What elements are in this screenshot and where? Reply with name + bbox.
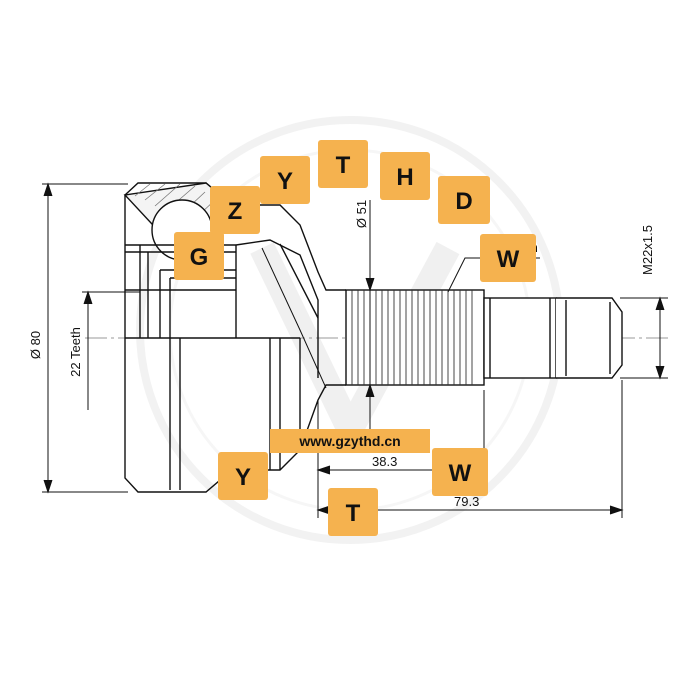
- dim-length-short: 38.3: [372, 454, 397, 469]
- svg-text:W: W: [497, 246, 520, 273]
- svg-text:D: D: [455, 188, 472, 215]
- svg-text:Y: Y: [277, 168, 293, 195]
- watermark-url: www.gzythd.cn: [270, 429, 430, 453]
- svg-text:T: T: [346, 500, 361, 527]
- svg-text:Z: Z: [228, 198, 243, 225]
- svg-text:G: G: [190, 244, 209, 271]
- badge-t-bottom: T: [328, 488, 378, 536]
- badge-g: G: [174, 232, 224, 280]
- dim-inner-teeth: 22 Teeth: [68, 327, 83, 377]
- dim-thread: M22x1.5: [640, 225, 655, 275]
- watermark-badges: G Z Y T H D W Y W T: [174, 140, 536, 536]
- badge-h: H: [380, 152, 430, 200]
- badge-z: Z: [210, 186, 260, 234]
- dim-outer-diameter: Ø 80: [28, 331, 43, 359]
- badge-y-bottom: Y: [218, 452, 268, 500]
- spline-shaft: [345, 289, 623, 386]
- svg-text:H: H: [396, 164, 413, 191]
- badge-w-top: W: [480, 234, 536, 282]
- badge-d: D: [438, 176, 490, 224]
- badge-y: Y: [260, 156, 310, 204]
- badge-w-bottom: W: [432, 448, 488, 496]
- svg-text:W: W: [449, 460, 472, 487]
- svg-text:Y: Y: [235, 464, 251, 491]
- dim-length-total: 79.3: [454, 494, 479, 509]
- badge-t: T: [318, 140, 368, 188]
- svg-text:www.gzythd.cn: www.gzythd.cn: [298, 433, 400, 449]
- dim-shaft-diameter: Ø 51: [354, 200, 369, 228]
- svg-text:T: T: [336, 152, 351, 179]
